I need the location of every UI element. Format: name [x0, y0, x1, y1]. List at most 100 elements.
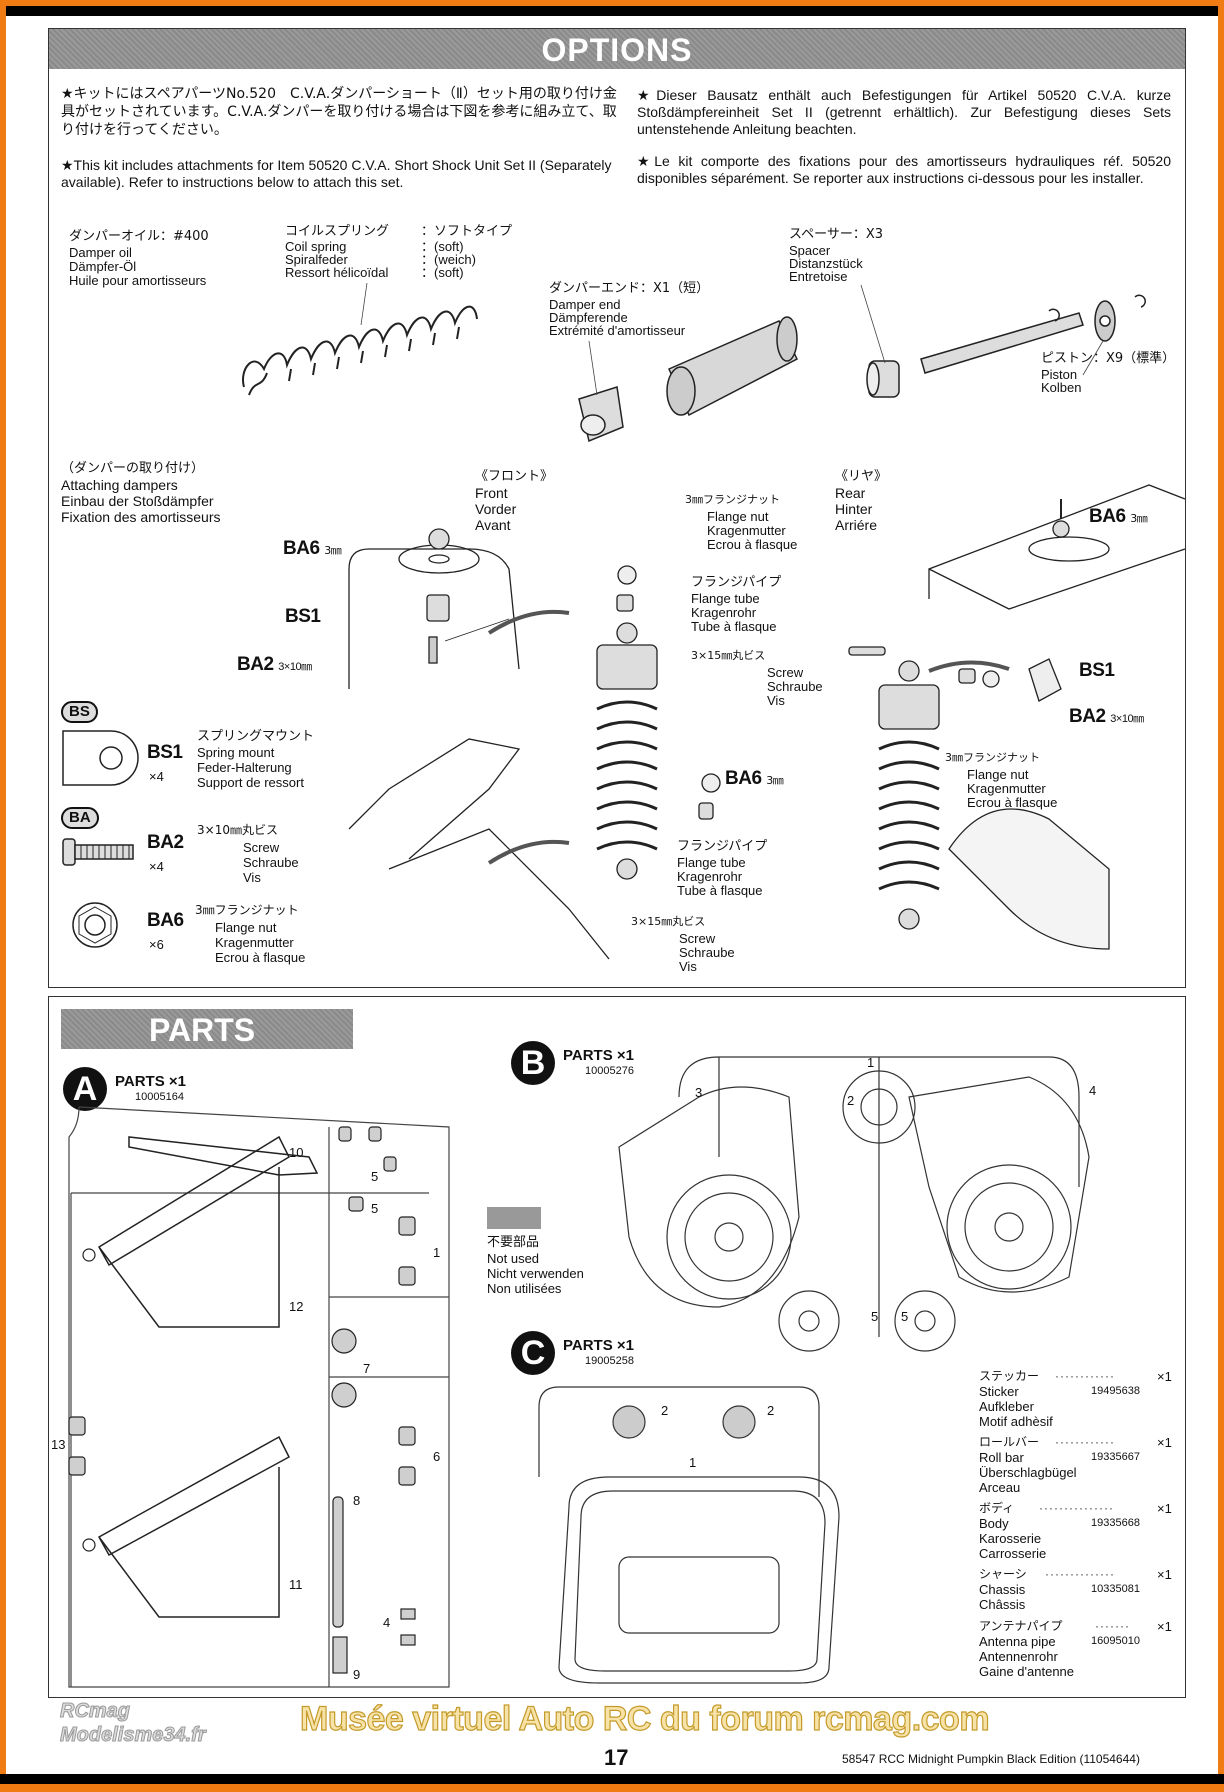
bottom-black-border	[0, 1774, 1224, 1784]
item-fr: Carrosserie	[979, 1546, 1047, 1561]
sprue-a-num-9: 9	[353, 1667, 361, 1682]
sprue-b-num-3: 3	[695, 1085, 703, 1100]
callout-ba6-rear: BA6 3㎜	[1089, 506, 1148, 527]
front-arrow	[487, 609, 570, 635]
item-de: Karosserie	[979, 1531, 1042, 1546]
sprue-a-num-7: 7	[363, 1361, 371, 1376]
legend-bs1-jp: スプリングマウント	[197, 729, 315, 744]
item-en: Sticker	[979, 1384, 1019, 1399]
coil-spring-fr: Ressort hélicoïdal	[285, 265, 389, 280]
sprue-a-num-10: 10	[289, 1145, 304, 1160]
rear-en: Rear	[835, 485, 866, 501]
front-flange-tube-fr: Tube à flasque	[691, 619, 777, 634]
item-qty: ×1	[1157, 1501, 1172, 1516]
rear-fr: Arriére	[835, 517, 878, 533]
coil-spring-drawing	[242, 305, 478, 396]
front-jp: 《フロント》	[475, 469, 554, 484]
sprue-b-num-5a: 5	[871, 1309, 879, 1324]
damper-oil-fr: Huile pour amortisseurs	[69, 273, 207, 288]
item-jp: シャーシ	[979, 1567, 1027, 1581]
legend-ba2-qty: ×4	[149, 859, 164, 874]
front-flange-nut-de: Kragenmutter	[707, 523, 786, 538]
damper-exploded-diagram	[242, 282, 1146, 443]
sprue-b-num-2: 2	[847, 1093, 855, 1108]
piston-en: Piston	[1041, 367, 1078, 382]
attaching-fr: Fixation des amortisseurs	[61, 509, 221, 525]
item-fr: Motif adhèsif	[979, 1414, 1053, 1429]
sprue-a-num-11: 11	[289, 1577, 303, 1592]
piston-de: Kolben	[1041, 380, 1082, 395]
not-used-swatch	[487, 1207, 541, 1229]
front-flange-tube-jp: フランジパイプ	[691, 575, 782, 590]
sprue-a-num-4: 4	[383, 1615, 391, 1630]
callout-bs1-front: BS1	[285, 606, 321, 627]
legend-bs1-qty: ×4	[149, 769, 164, 784]
coil-spring-de: Spiralfeder	[285, 252, 348, 267]
item-qty: ×1	[1157, 1369, 1172, 1384]
bottom-orange-border	[0, 1784, 1224, 1792]
watermark-text: Musée virtuel Auto RC du forum rcmag.com	[299, 1699, 990, 1738]
page-number: 17	[604, 1745, 629, 1770]
item-jp: ステッカー	[979, 1369, 1040, 1383]
parts-list-item: シャーシ ·············· ×1 Chassis 10335081 …	[979, 1567, 1179, 1619]
screw-icon	[62, 838, 134, 866]
legend-bs1-fr: Support de ressort	[197, 775, 304, 790]
rear-flange-nut-en: Flange nut	[967, 767, 1029, 782]
ba-group-label: BA	[61, 807, 99, 829]
damper-end-en: Damper end	[549, 297, 621, 312]
front-flange-nut-jp: 3㎜フランジナット	[685, 493, 780, 506]
front-screw-fr: Vis	[767, 693, 785, 708]
sprue-c-number: 19005258	[585, 1355, 634, 1367]
flange-nut-icon	[72, 902, 118, 948]
item-jp: アンテナパイプ	[979, 1619, 1063, 1633]
legend-ba6-code: BA6	[147, 910, 184, 931]
sprue-a-num-1: 1	[433, 1245, 441, 1260]
rear-chassis-drawing	[928, 484, 1186, 950]
item-qty: ×1	[1157, 1567, 1172, 1582]
damper-body-drawing	[666, 316, 798, 417]
sprue-b-label: PARTS ×1	[563, 1047, 634, 1064]
coil-spring-type-en: ：(soft)	[421, 239, 464, 254]
legend-ba6-qty: ×6	[149, 937, 164, 952]
attaching-en: Attaching dampers	[61, 477, 178, 493]
item-fr: Gaine d'antenne	[979, 1664, 1075, 1679]
item-jp: ロールバー	[979, 1435, 1040, 1449]
front-flange-nut-en: Flange nut	[707, 509, 769, 524]
rear-damper-drawing	[848, 646, 1000, 930]
callout-bs1-rear: BS1	[1079, 660, 1115, 681]
watermark-logo-modelisme: Modelisme34.fr	[60, 1724, 207, 1747]
item-leader: ···············	[1039, 1501, 1114, 1515]
item-number: 19495638	[1091, 1385, 1140, 1397]
sprue-c-num-2b: 2	[767, 1403, 775, 1418]
parts-list: ステッカー ············ ×1 Sticker 19495638 A…	[979, 1369, 1179, 1685]
sprue-a-num-5a: 5	[371, 1169, 379, 1184]
not-used-jp: 不要部品	[487, 1235, 540, 1250]
item-number: 10335081	[1091, 1583, 1140, 1595]
intro-en: ★This kit includes attachments for Item …	[61, 157, 612, 190]
lower-flange-tube-de: Kragenrohr	[677, 869, 743, 884]
item-qty: ×1	[1157, 1435, 1172, 1450]
front-screw-de: Schraube	[767, 679, 823, 694]
options-panel: OPTIONS ★キットにはスペアパーツNo.520 C.V.A.ダンパーショー…	[48, 28, 1186, 988]
callout-ba2-rear: BA2 3×10㎜	[1069, 706, 1144, 727]
front-flange-nut-fr: Ecrou à flasque	[707, 537, 798, 552]
damper-end-jp: ダンパーエンド：X1（短）	[549, 281, 710, 296]
item-de: Châssis	[979, 1597, 1026, 1612]
sprue-b-num-4: 4	[1089, 1083, 1097, 1098]
sprue-c-num-1: 1	[689, 1455, 697, 1470]
parts-title: PARTS	[61, 1009, 353, 1049]
callout-ba6-front: BA6 3㎜	[283, 538, 342, 559]
rear-flange-nut-jp: 3㎜フランジナット	[945, 751, 1040, 764]
front-lower-arrow	[487, 839, 570, 865]
piston-rod-drawing	[920, 294, 1146, 374]
damper-end-drawing	[578, 386, 624, 443]
legend-ba2-code: BA2	[147, 832, 184, 853]
lower-screw-fr: Vis	[679, 959, 697, 974]
sprue-a-num-8: 8	[353, 1493, 361, 1508]
legend-ba2-jp: 3×10㎜丸ビス	[197, 823, 278, 837]
coil-spring-type-fr: ：(soft)	[421, 265, 464, 280]
front-de: Vorder	[475, 501, 517, 517]
sprue-a-drawing	[68, 1106, 450, 1688]
damper-oil-jp: ダンパーオイル：#400	[69, 229, 209, 244]
spring-mount-icon	[62, 730, 139, 786]
